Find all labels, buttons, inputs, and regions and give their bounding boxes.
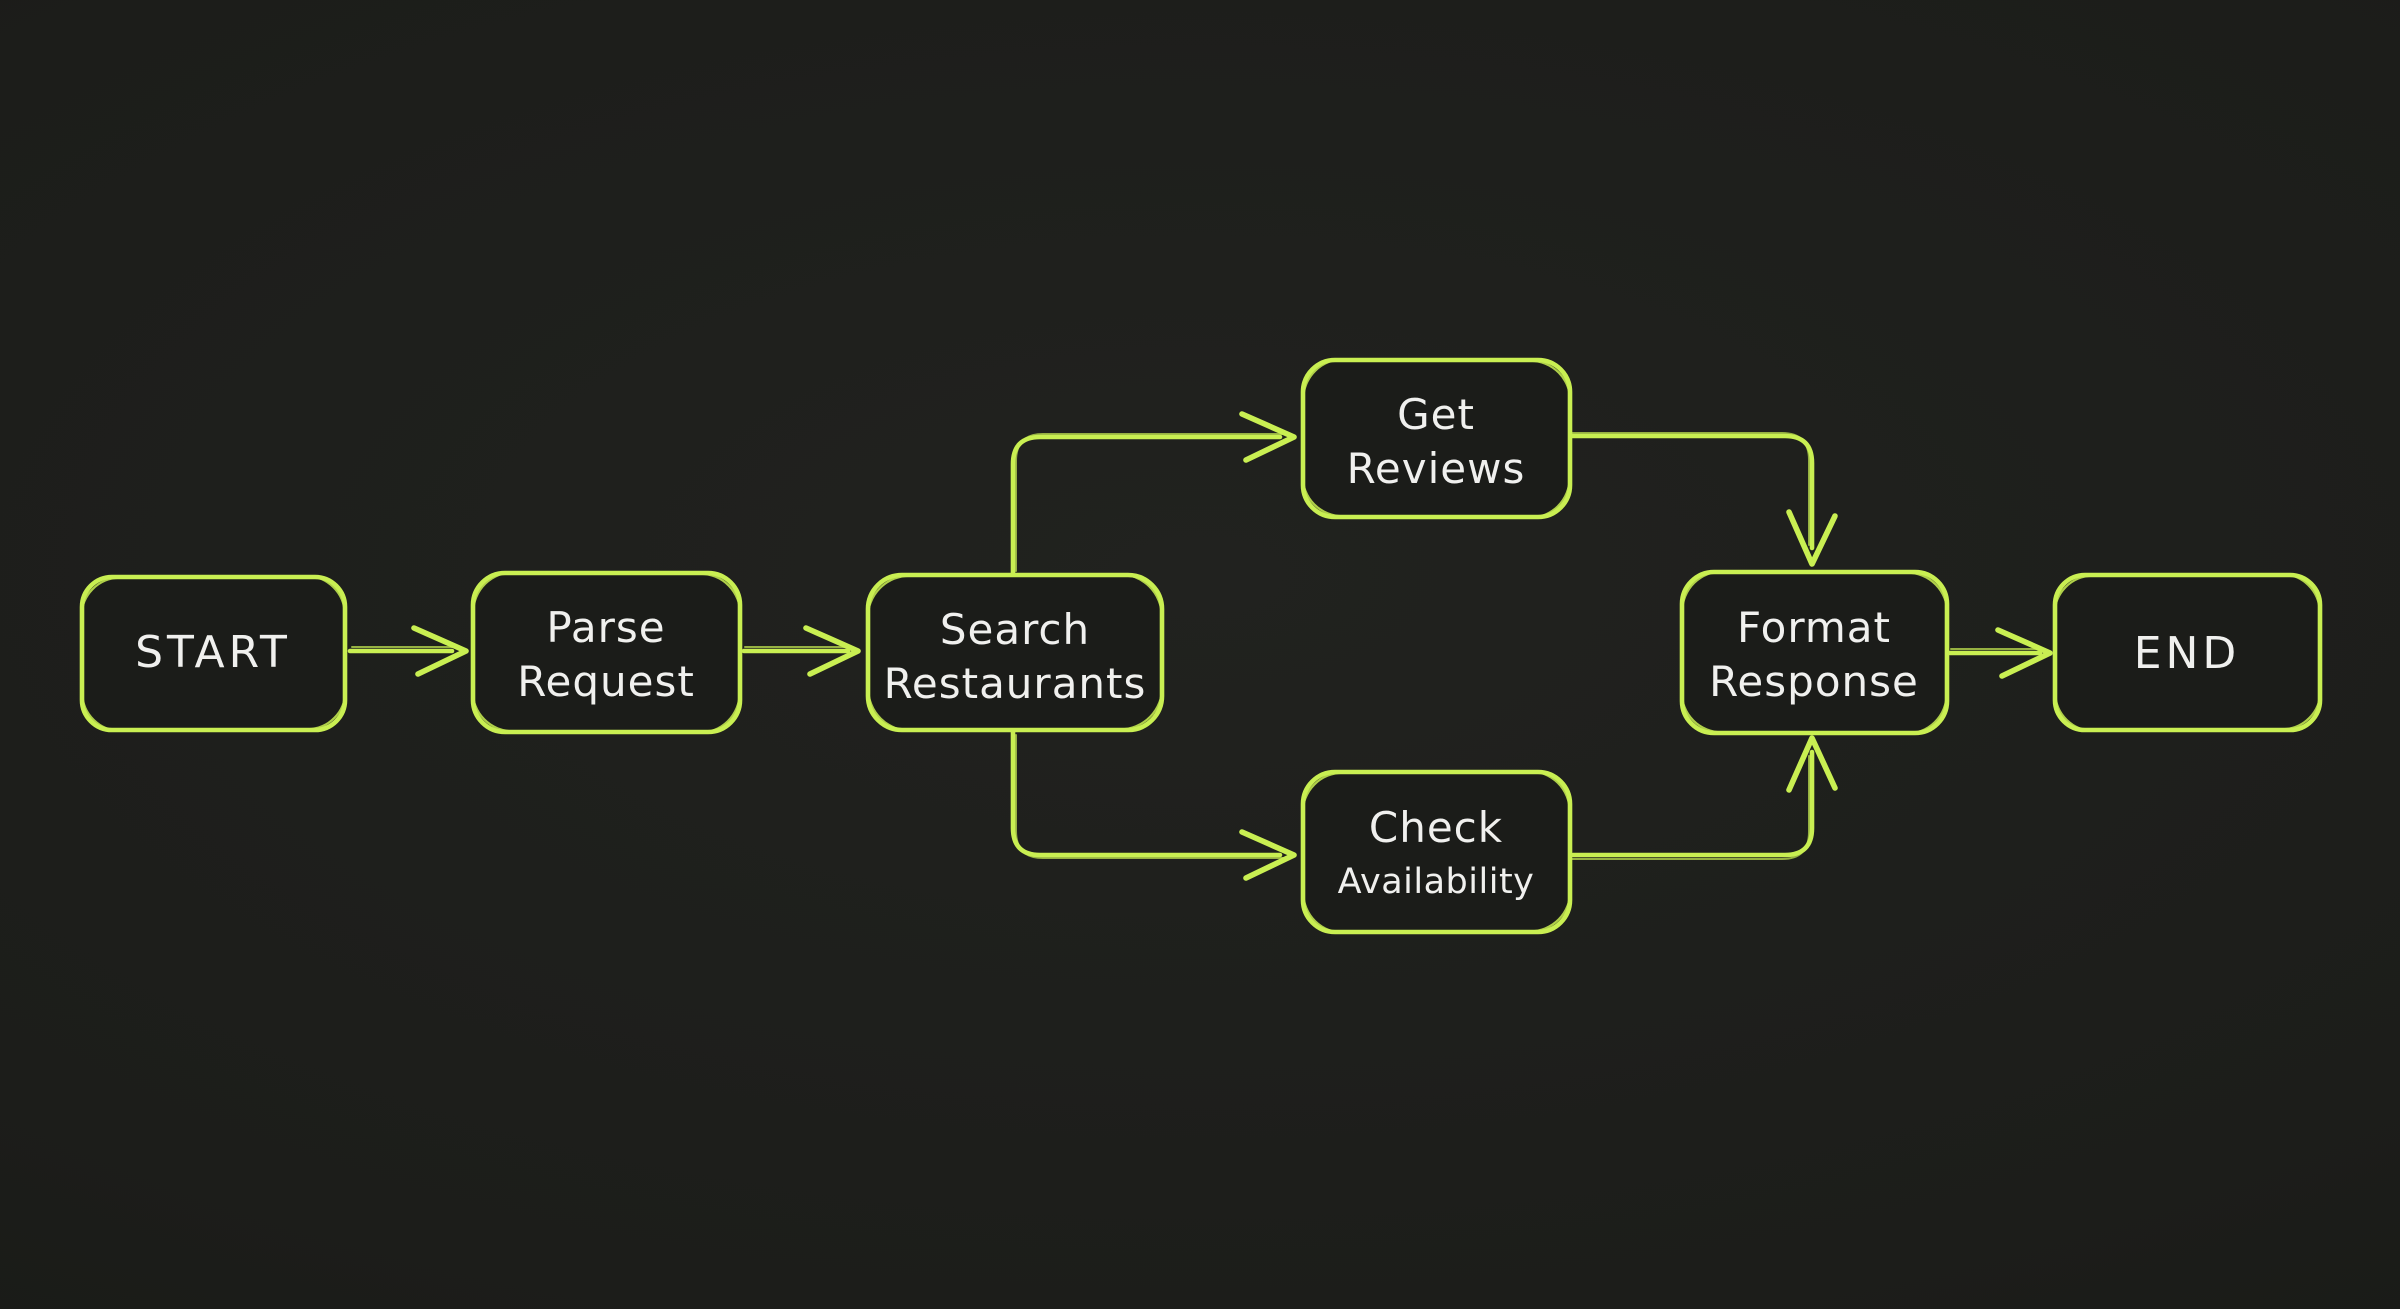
edge-format-response-to-end <box>1947 627 2053 679</box>
arrow-up-icon <box>1786 735 1838 793</box>
node-parse-request-label-line1: Parse <box>546 603 665 652</box>
node-format-response-label-line2: Response <box>1709 657 1919 706</box>
arrow-right-icon <box>411 625 469 677</box>
edge-parse-request-to-search-restaurants <box>741 625 861 677</box>
arrow-right-icon <box>1239 829 1297 881</box>
node-search-restaurants-label-line1: Search <box>940 605 1090 654</box>
node-search-restaurants: Search Restaurants <box>865 572 1165 733</box>
edge-search-restaurants-to-get-reviews <box>1010 411 1297 577</box>
edge-check-availability-to-format-response <box>1569 735 1838 860</box>
node-start: START <box>79 574 348 733</box>
edge-get-reviews-to-format-response <box>1566 432 1838 567</box>
arrow-right-icon <box>1995 627 2053 679</box>
node-get-reviews-label-line2: Reviews <box>1347 444 1526 493</box>
node-check-availability-label-line1: Check <box>1369 803 1503 852</box>
node-parse-request: Parse Request <box>470 570 743 735</box>
node-get-reviews-label-line1: Get <box>1397 390 1475 439</box>
node-get-reviews: Get Reviews <box>1300 357 1573 520</box>
node-parse-request-label-line2: Request <box>517 657 695 706</box>
node-check-availability: Check Availability <box>1300 769 1573 935</box>
arrow-right-icon <box>803 625 861 677</box>
node-start-label: START <box>135 627 291 678</box>
node-check-availability-label-line2: Availability <box>1338 862 1535 902</box>
node-format-response: Format Response <box>1679 569 1950 736</box>
arrow-right-icon <box>1239 411 1297 463</box>
arrow-down-icon <box>1786 509 1838 567</box>
edge-search-restaurants-to-check-availability <box>1010 729 1297 881</box>
node-end-label: END <box>2134 628 2241 679</box>
node-end: END <box>2052 572 2323 733</box>
edge-start-to-parse-request <box>347 625 469 677</box>
node-search-restaurants-label-line2: Restaurants <box>884 659 1147 708</box>
node-format-response-label-line1: Format <box>1737 603 1891 652</box>
